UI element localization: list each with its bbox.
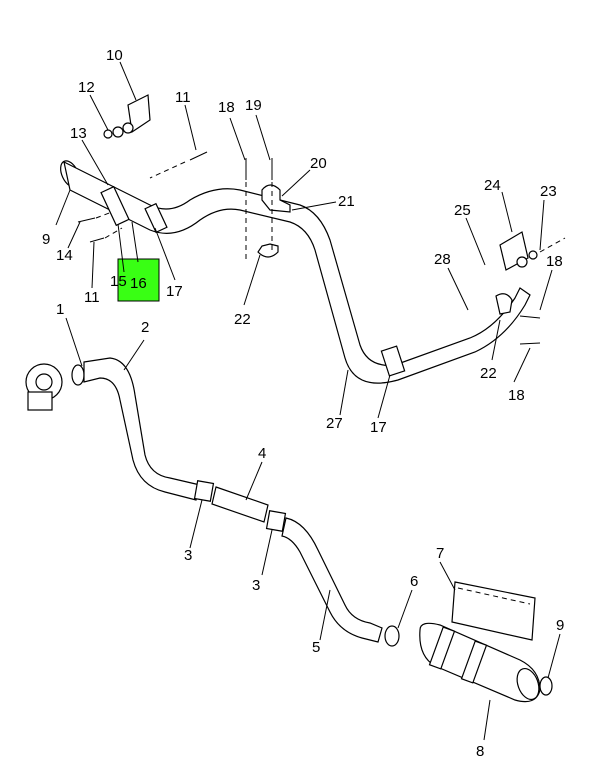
callout-9-top: 9 — [42, 231, 50, 248]
callout-13: 13 — [70, 125, 87, 142]
callout-23: 23 — [540, 183, 557, 200]
upper-exhaust-pipe — [60, 94, 566, 384]
callout-19: 19 — [245, 97, 262, 114]
callout-2: 2 — [141, 319, 149, 336]
callout-4: 4 — [258, 445, 266, 462]
callout-9-bottom: 9 — [556, 617, 564, 634]
callout-22-right: 22 — [480, 365, 497, 382]
callout-24: 24 — [484, 177, 501, 194]
callout-28: 28 — [434, 251, 451, 268]
lower-exhaust-pipe — [25, 357, 553, 703]
callout-11-left: 11 — [84, 289, 100, 306]
callout-3-left: 3 — [184, 547, 192, 564]
callout-1: 1 — [56, 301, 64, 318]
callout-27: 27 — [326, 415, 343, 432]
callout-6: 6 — [410, 573, 418, 590]
callout-11-top: 11 — [175, 89, 191, 106]
callout-18-right: 18 — [546, 253, 563, 270]
callout-12: 12 — [78, 79, 95, 96]
leader-lines — [55, 61, 561, 741]
highlighted-part-16-box[interactable] — [117, 258, 160, 302]
callout-22-left: 22 — [234, 311, 251, 328]
callout-17-left: 17 — [166, 283, 183, 300]
callout-8: 8 — [476, 743, 484, 760]
callout-10: 10 — [106, 47, 123, 64]
callout-3-right: 3 — [252, 577, 260, 594]
callout-18-bottom: 18 — [508, 387, 525, 404]
callout-15: 15 — [110, 273, 127, 290]
callout-18-top: 18 — [218, 99, 235, 116]
callout-5: 5 — [312, 639, 320, 656]
callout-7: 7 — [436, 545, 444, 562]
callout-16: 16 — [130, 275, 147, 292]
callout-21: 21 — [338, 193, 355, 210]
callout-17-right: 17 — [370, 419, 387, 436]
callout-20: 20 — [310, 155, 327, 172]
callout-25: 25 — [454, 202, 471, 219]
callout-14: 14 — [56, 247, 73, 264]
callouts: 10 12 11 13 18 19 20 21 9 14 15 16 17 11… — [42, 47, 564, 760]
